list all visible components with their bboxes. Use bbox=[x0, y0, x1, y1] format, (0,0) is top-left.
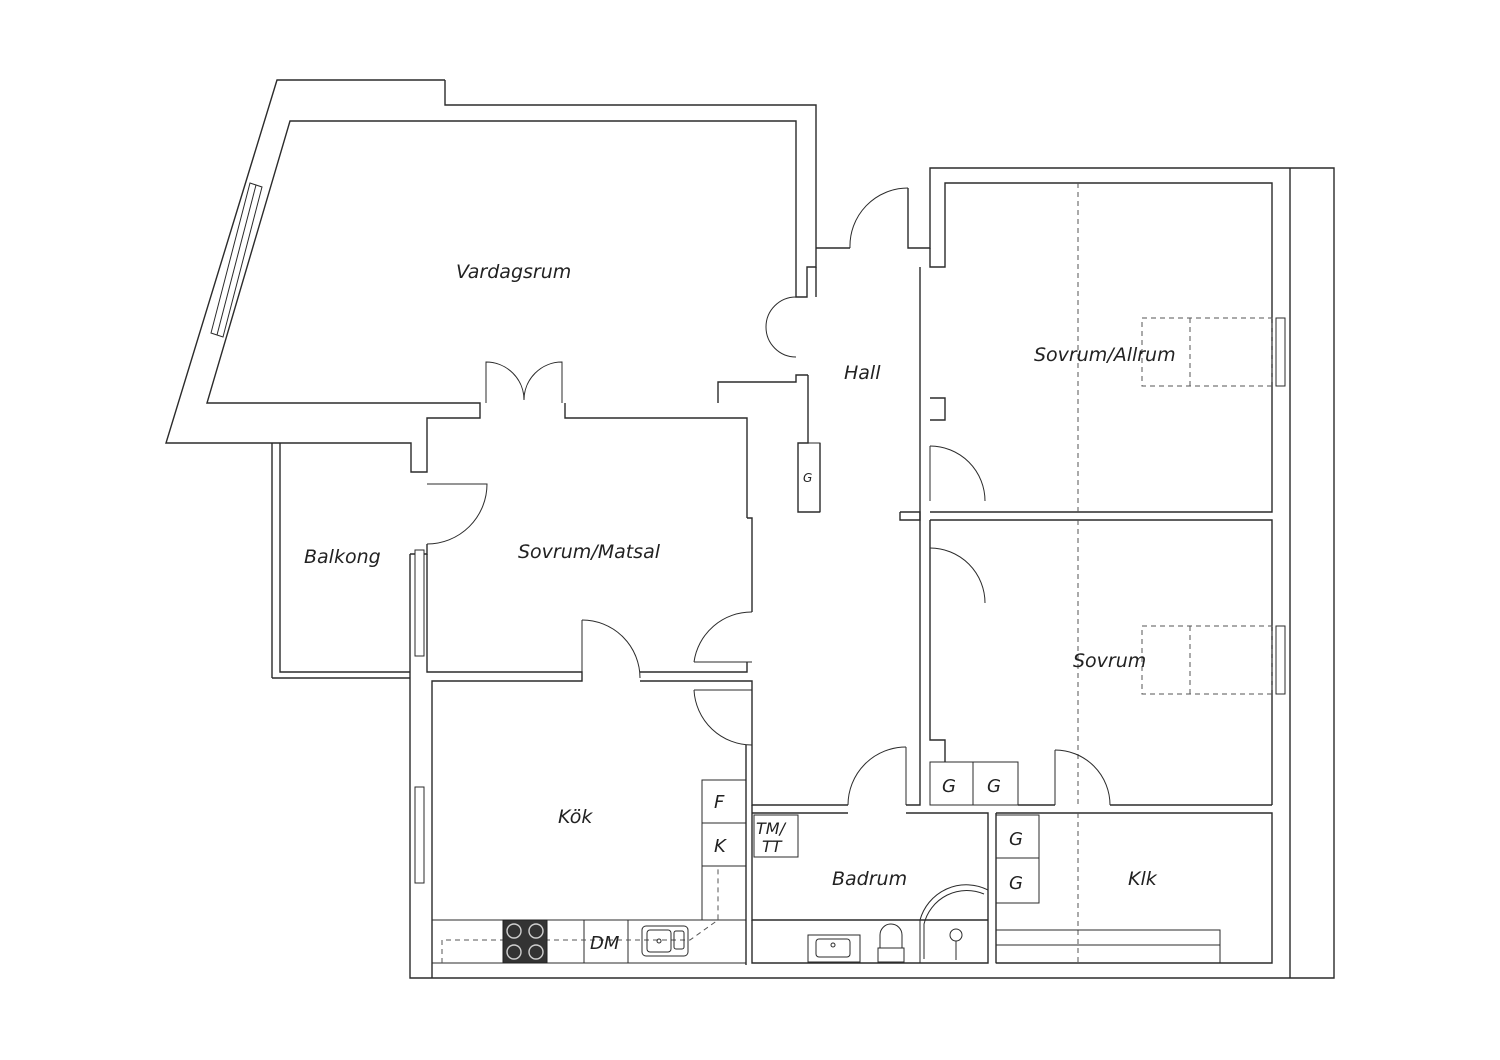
balcony-door bbox=[426, 483, 488, 545]
kitchen-counter bbox=[431, 779, 747, 964]
kitchen-door bbox=[693, 689, 753, 746]
bedroom-allrum-bed bbox=[1141, 317, 1273, 387]
klk-shelf bbox=[995, 929, 1221, 964]
bedroom-door bbox=[929, 547, 986, 604]
toilet bbox=[877, 923, 905, 963]
room-label-sovrum: Sovrum bbox=[1073, 650, 1146, 672]
fridge-label: F bbox=[714, 792, 725, 813]
closet-g-label-2: G bbox=[987, 776, 1001, 797]
dining-room-window bbox=[414, 549, 425, 657]
bedroom-window bbox=[1275, 625, 1286, 695]
bathroom-walls bbox=[751, 520, 997, 964]
klk-closet-label-1: G bbox=[1009, 829, 1023, 850]
washer-label-line1: TM/ bbox=[756, 819, 787, 838]
hall-to-dining-door bbox=[693, 611, 753, 663]
room-label-hall: Hall bbox=[844, 362, 881, 384]
bedroom-allrum-window bbox=[1275, 317, 1286, 387]
room-label-sovrum-matsal: Sovrum/Matsal bbox=[518, 541, 661, 563]
living-room-walls bbox=[165, 79, 817, 518]
room-label-klk: Klk bbox=[1128, 868, 1158, 890]
bedroom-walls bbox=[929, 520, 946, 762]
hall-closet: G bbox=[797, 442, 821, 513]
bathroom-sink bbox=[807, 934, 861, 963]
room-label-sovrum-allrum: Sovrum/Allrum bbox=[1034, 344, 1176, 366]
living-room-window bbox=[210, 182, 263, 338]
dining-room-door bbox=[581, 619, 641, 679]
room-label-kok: Kök bbox=[558, 806, 593, 828]
kitchen-stove bbox=[502, 919, 548, 964]
kitchen-sink bbox=[641, 925, 689, 957]
klk-closets: G G bbox=[995, 814, 1040, 904]
bathroom-door bbox=[847, 746, 907, 806]
klk-door bbox=[1054, 749, 1111, 806]
bedroom-allrum-walls bbox=[929, 168, 1291, 978]
balcony-walls bbox=[271, 443, 410, 679]
washer-dryer: TM/ TT bbox=[753, 814, 799, 858]
dishwasher-label: DM bbox=[590, 933, 620, 954]
bedroom-allrum-door bbox=[929, 445, 986, 502]
living-room-double-door bbox=[485, 361, 563, 403]
kitchen-window bbox=[414, 786, 425, 884]
entrance-door bbox=[849, 187, 909, 249]
room-label-badrum: Badrum bbox=[832, 868, 907, 890]
hall-double-door bbox=[765, 296, 797, 358]
bedroom-bed bbox=[1141, 625, 1273, 695]
hall-walls bbox=[409, 167, 1335, 979]
freezer-label: K bbox=[714, 836, 727, 857]
closet-g-label-1: G bbox=[942, 776, 956, 797]
shower bbox=[919, 884, 989, 963]
klk-closet-label-2: G bbox=[1009, 873, 1023, 894]
dining-room-walls bbox=[410, 517, 753, 978]
room-label-balkong: Balkong bbox=[304, 546, 381, 568]
washer-label-line2: TT bbox=[762, 837, 783, 856]
room-label-vardagsrum: Vardagsrum bbox=[456, 261, 571, 283]
hall-closet-label: G bbox=[803, 471, 812, 485]
bedroom-closets: G G bbox=[929, 761, 1019, 806]
